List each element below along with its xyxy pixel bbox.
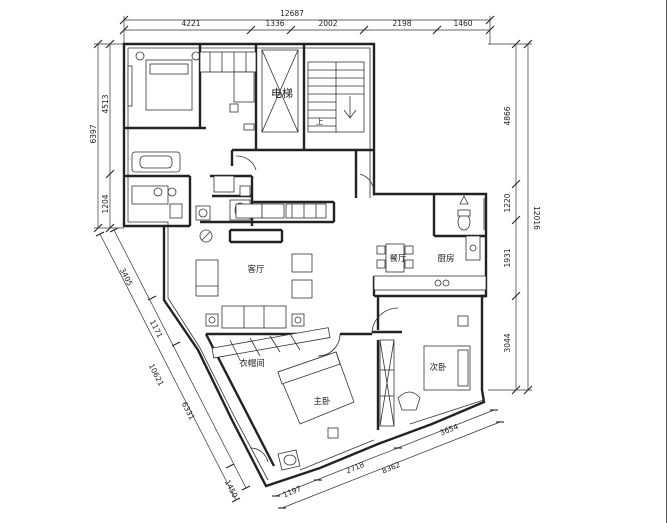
closet: 衣帽间: [211, 327, 341, 369]
svg-text:上: 上: [316, 117, 324, 126]
dim-diag-inner-1: 3405: [118, 266, 135, 287]
dim-diag-outer: 10621: [147, 362, 166, 388]
room-label-living: 客厅: [247, 264, 265, 275]
dim-left-inner-1: 4513: [101, 94, 110, 113]
dim-left-outer: 6397: [89, 124, 98, 143]
dim-bottom-outer: 8362: [381, 460, 402, 476]
dim-bottom-inner-3: 3654: [439, 422, 460, 438]
room-label-kitchen: 厨房: [437, 253, 454, 264]
dim-right-inner-3: 1931: [503, 248, 512, 267]
room-label-dining: 餐厅: [389, 254, 407, 264]
kitchen: 厨房: [373, 195, 487, 291]
dining-room: 餐厅: [359, 173, 414, 273]
dim-right-outer: 12016: [532, 206, 541, 230]
dim-diag-inner-3: 6331: [180, 400, 197, 421]
living-room: 客厅: [195, 203, 327, 329]
dim-top-5: 1460: [453, 19, 472, 28]
dim-right-inner-2: 1220: [503, 193, 512, 212]
dining-table: [385, 243, 405, 273]
outer-wall: [122, 42, 488, 488]
dim-bottom-inner-1: 1197: [282, 484, 303, 500]
dim-diag-end: 1450: [223, 478, 240, 499]
dimension-lines: [93, 15, 533, 509]
dim-overall-top: 12687: [280, 9, 304, 18]
dim-bottom-inner-2: 2718: [345, 460, 366, 476]
top-left-bedroom: [127, 51, 257, 131]
room-label-closet: 衣帽间: [239, 358, 265, 369]
staircase: 上: [307, 61, 365, 133]
dim-top-4: 2198: [392, 19, 411, 28]
dim-left-inner-2: 1204: [101, 194, 110, 213]
elevator: 电梯: [261, 49, 299, 133]
wardrobe: [199, 51, 257, 73]
master-bedroom: 主卧: [249, 351, 375, 471]
dim-top-1: 4221: [181, 19, 200, 28]
sofa: [221, 305, 287, 329]
dim-right-inner-4: 3044: [503, 333, 512, 352]
bathroom-left: [131, 151, 257, 221]
room-label-second: 次卧: [429, 362, 447, 373]
room-label-master: 主卧: [313, 396, 331, 407]
dim-diag-inner-2: 1171: [148, 318, 165, 339]
dim-top-2: 1336: [265, 19, 284, 28]
dim-right-inner-1: 4866: [503, 106, 512, 125]
room-label-elevator: 电梯: [271, 87, 293, 100]
counter: [373, 275, 487, 291]
dim-top-3: 2002: [318, 19, 337, 28]
second-bedroom: 次卧: [371, 307, 485, 427]
tv-cabinet: [195, 259, 219, 297]
